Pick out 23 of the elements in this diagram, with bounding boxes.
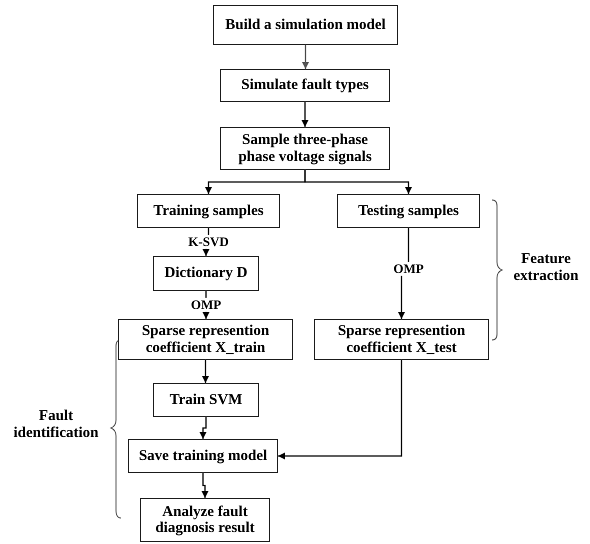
edge-label: OMP	[190, 298, 222, 312]
process-box: Analyze fault diagnosis result	[140, 498, 270, 542]
edge-label: OMP	[392, 261, 425, 276]
process-box: Dictionary D	[153, 256, 259, 291]
process-box: Training samples	[137, 194, 280, 228]
group-label: Fault identification	[12, 408, 100, 442]
process-box: Simulate fault types	[220, 69, 390, 102]
process-box: Save training model	[128, 439, 278, 473]
arrow	[302, 45, 309, 69]
group-label: Feature extraction	[512, 251, 580, 286]
process-box: Sample three-phase phase voltage signals	[220, 127, 390, 170]
process-box: Testing samples	[337, 194, 480, 228]
process-box: Sparse represention coefficient X_train	[118, 319, 293, 360]
arrow	[302, 102, 308, 127]
process-box: Build a simulation model	[213, 5, 398, 45]
arrow	[200, 417, 207, 439]
arrow	[304, 170, 412, 194]
edge-label: K-SVD	[187, 234, 230, 250]
arrow	[278, 360, 402, 460]
process-box: Train SVM	[153, 383, 259, 417]
process-box: Sparse represention coefficient X_test	[314, 319, 489, 360]
arrow	[202, 360, 209, 383]
arrow	[202, 473, 208, 498]
